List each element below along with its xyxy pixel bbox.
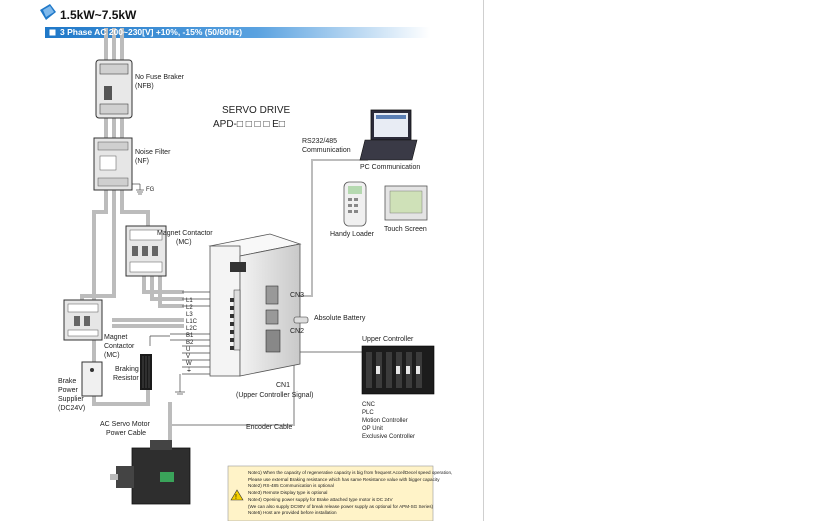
brake-supply-label-line4: (DC24V) [58, 405, 86, 412]
signal-wires [132, 183, 210, 395]
note-line: (We can also supply DC90V of break relea… [248, 503, 434, 509]
controller-list-exclusive: Exclusive Controller [362, 434, 416, 440]
note-line: Note1) When the capacity of regenerative… [248, 470, 453, 475]
terminal-label: U [186, 347, 191, 353]
mc1-label-line1: Magnet Contactor [157, 230, 213, 237]
drive-model: APD-□ □ □ □ E□ [213, 119, 285, 130]
terminal-label: B1 [186, 333, 194, 339]
controller-list-cnc: CNC [362, 402, 375, 408]
terminal-label: V [186, 354, 191, 360]
nfb-label-line1: No Fuse Braker [135, 74, 185, 81]
terminal-label: B2 [186, 340, 194, 346]
controller-list-plc: PLC [362, 410, 374, 416]
note-line: Please use external Braking resistance w… [248, 476, 440, 482]
warning-icon: ! [230, 489, 244, 501]
phase-header-bar [45, 27, 430, 38]
terminal-label: L1 [186, 298, 193, 304]
note-line: Note2) RS-485 Communication is optional [248, 483, 334, 489]
terminal-label: ⏚ [186, 368, 193, 374]
nf-label-line2: (NF) [135, 158, 149, 165]
mc2-label-line2: Contactor [104, 343, 135, 350]
terminal-label: L2C [186, 326, 198, 332]
rs232-label-line1: RS232/485 [302, 138, 338, 145]
magnet-contactor-1-icon [125, 225, 167, 277]
terminal-label: L2 [186, 305, 193, 311]
noise-filter-icon [93, 137, 133, 191]
cn3-label: CN3 [290, 292, 305, 299]
wiring-diagram: ! [40, 4, 435, 521]
cn1-label-line1: CN1 [276, 382, 291, 389]
note-line: Note5) Host are provided before installa… [248, 510, 337, 516]
brake-supply-label-line1: Brake [58, 378, 77, 385]
braking-resistor-icon [140, 354, 152, 390]
power-bullet-icon [40, 4, 56, 20]
terminal-label: L1C [186, 319, 198, 325]
phase-header-label: 3 Phase AC 200~230[V] +10%, -15% (50/60H… [60, 27, 243, 37]
servo-motor-label-line2: Power Cable [106, 430, 147, 437]
note-line: Note4) Opening power supply for Brake at… [248, 496, 393, 502]
fg-label: FG [146, 187, 155, 193]
drive-title: SERVO DRIVE [222, 105, 291, 116]
nfb-breaker-icon [95, 59, 133, 119]
servo-drive-icon [208, 233, 302, 377]
resistor-label-line1: Braking [115, 366, 139, 373]
upper-controller-label: Upper Controller [362, 336, 414, 343]
note-line: Note3) Remote Display type is optional [248, 490, 328, 496]
notes-text: Note1) When the capacity of regenerative… [248, 470, 453, 520]
controller-list-op: OP Unit [362, 426, 383, 432]
power-wires [80, 28, 184, 442]
mc2-label-line1: Magnet [104, 334, 128, 341]
touch-screen-icon [384, 185, 428, 221]
rs232-label-line2: Communication [302, 147, 351, 154]
terminal-label: L3 [186, 312, 193, 318]
nfb-label-line2: (NFB) [135, 83, 154, 90]
resistor-label-line2: Resistor [113, 375, 139, 382]
handy-loader-icon [343, 181, 367, 227]
mc1-label-line2: (MC) [176, 239, 192, 246]
touch-screen-label: Touch Screen [384, 226, 427, 233]
servo-motor-label-line1: AC Servo Motor [100, 421, 150, 428]
upper-controller-icon [361, 345, 435, 395]
terminal-label: W [186, 361, 192, 367]
diagram-page: ! 1.5kW~7.5kW 3 Phase AC 200~230[V] +10%… [40, 0, 484, 521]
brake-power-supply-icon [81, 361, 103, 397]
cn1-label-line2: (Upper Controller Signal) [236, 392, 314, 399]
handy-loader-label: Handy Loader [330, 231, 374, 238]
controller-list-motion: Motion Controller [362, 418, 408, 424]
phase-header-square-icon [48, 28, 57, 37]
brake-supply-label-line3: Supplier [58, 396, 84, 403]
pc-laptop-icon [359, 109, 418, 161]
magnet-contactor-2-icon [63, 299, 103, 341]
pc-label: PC Communication [360, 164, 421, 171]
drive-terminal-block [230, 298, 234, 350]
nf-label-line1: Noise Filter [135, 149, 171, 156]
mc2-label-line3: (MC) [104, 352, 120, 359]
cn2-label: CN2 [290, 328, 305, 335]
brake-supply-label-line2: Power [58, 387, 78, 394]
servo-motor-icon [110, 440, 191, 505]
absolute-battery-label: Absolute Battery [314, 315, 366, 322]
svg-text:!: ! [235, 494, 237, 501]
encoder-cable-label: Encoder Cable [246, 424, 293, 431]
notes-box [227, 465, 434, 521]
absolute-battery-icon [293, 316, 309, 324]
power-range-title: 1.5kW~7.5kW [60, 8, 137, 22]
